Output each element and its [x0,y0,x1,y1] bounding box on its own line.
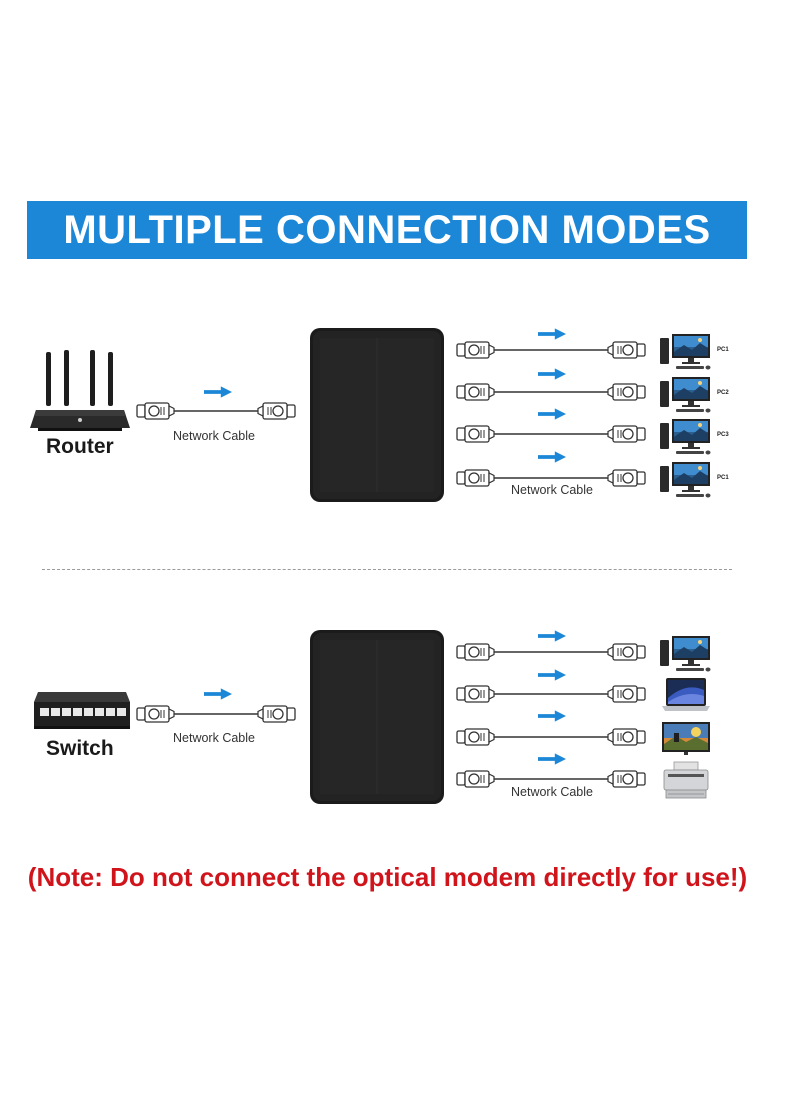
output-cable-label: Network Cable [511,785,593,799]
output-cable-2 [456,685,646,703]
output-cable-label: Network Cable [511,483,593,497]
output-arrow-4 [538,753,566,765]
input-cable-label: Network Cable [173,731,255,745]
tv-icon [660,718,712,758]
input-cable [136,402,296,420]
input-arrow [204,688,232,700]
input-cable [136,705,296,723]
network-switch-icon [34,692,130,729]
input-cable-label: Network Cable [173,429,255,443]
router-icon [30,350,130,431]
pc-label-2: PC2 [717,390,729,396]
output-arrow-3 [538,710,566,722]
mode-switch-section: Switch Network Cable Network Cable [0,622,800,842]
output-cable-3 [456,425,646,443]
desktop-pc-icon [660,332,712,372]
output-arrow-3 [538,408,566,420]
desktop-pc-icon [660,460,712,500]
output-cable-3 [456,728,646,746]
desktop-pc-icon [660,634,712,674]
network-splitter-box [310,328,444,502]
banner-title: MULTIPLE CONNECTION MODES [63,207,711,252]
output-arrow-2 [538,669,566,681]
output-cable-4 [456,770,646,788]
output-arrow-2 [538,368,566,380]
section-divider [42,569,732,570]
output-cable-2 [456,383,646,401]
network-splitter-box [310,630,444,804]
output-cable-4 [456,469,646,487]
pc-label-4: PC1 [717,475,729,481]
title-banner: MULTIPLE CONNECTION MODES [27,201,747,259]
pc-label-1: PC1 [717,347,729,353]
switch-label: Switch [46,737,114,760]
input-arrow [204,386,232,398]
mode-router-section: Router Network Cable Network Cable [0,320,800,540]
warning-note: (Note: Do not connect the optical modem … [27,862,748,892]
printer-icon [660,760,712,800]
pc-label-3: PC3 [717,432,729,438]
output-cable-1 [456,643,646,661]
desktop-pc-icon [660,417,712,457]
router-label: Router [46,435,114,458]
laptop-icon [660,676,712,716]
output-arrow-4 [538,451,566,463]
desktop-pc-icon [660,375,712,415]
output-cable-1 [456,341,646,359]
